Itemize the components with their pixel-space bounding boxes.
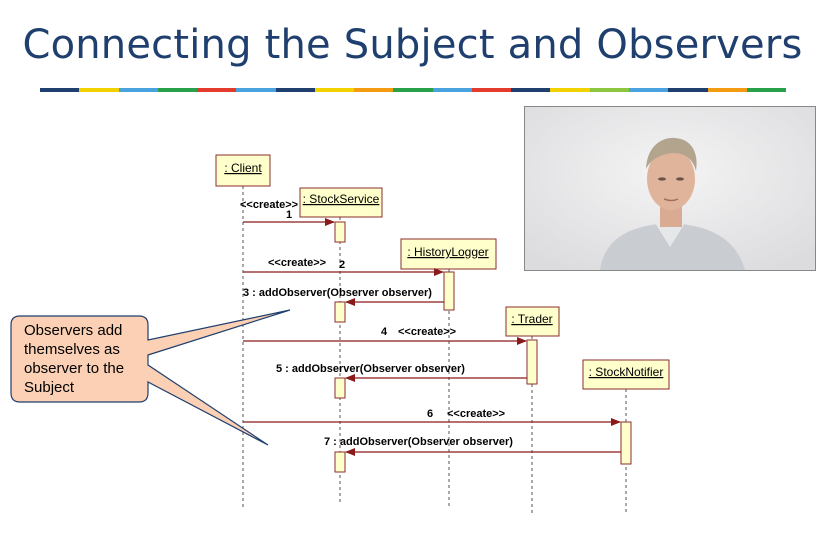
color-bar-segment	[314, 88, 355, 92]
stockservice-activation-4	[334, 451, 346, 473]
color-bar-segment	[40, 88, 80, 92]
color-bar-segment	[550, 88, 590, 92]
color-bar-segment	[118, 88, 158, 92]
client-label: : Client	[224, 161, 262, 175]
message-3-label: 3 : addObserver(Observer observer)	[243, 287, 432, 299]
color-bar-segment	[589, 88, 629, 92]
message-7-label: 7 : addObserver(Observer observer)	[324, 436, 513, 448]
message-5-label: 5 : addObserver(Observer observer)	[276, 363, 465, 375]
color-bar-segment	[354, 88, 394, 92]
color-bar-segment	[746, 88, 787, 92]
message-2-number: 2	[339, 259, 345, 271]
message-4-number: 4	[381, 326, 388, 338]
title-underline-bar	[40, 88, 787, 92]
message-6-stereotype: <<create>>	[447, 408, 505, 420]
color-bar-segment	[511, 88, 551, 92]
message-1-number: 1	[286, 209, 292, 221]
stockservice-label: : StockService	[303, 192, 380, 206]
message-2-stereotype: <<create>>	[268, 257, 326, 269]
message-6-number: 6	[427, 408, 433, 420]
callout-shape	[10, 309, 291, 446]
stockservice-lifeline-head: : StockService	[299, 187, 383, 218]
color-bar-segment	[197, 88, 237, 92]
client-lifeline-head: : Client	[215, 154, 271, 187]
message-1-stereotype: <<create>>	[240, 199, 298, 211]
stockservice-activation-3	[334, 377, 346, 399]
stockservice-activation-2	[334, 301, 346, 323]
historylogger-label: : HistoryLogger	[407, 245, 488, 259]
stocknotifier-lifeline-head: : StockNotifier	[582, 359, 670, 390]
trader-label: : Trader	[511, 312, 552, 326]
presenter-video	[524, 106, 816, 271]
trader-activation	[526, 339, 538, 385]
message-4-stereotype: <<create>>	[398, 326, 456, 338]
slide-title: Connecting the Subject and Observers	[22, 22, 803, 68]
color-bar-segment	[393, 88, 433, 92]
color-bar-segment	[471, 88, 512, 92]
color-bar-segment	[432, 88, 472, 92]
stockservice-activation-1	[334, 221, 346, 243]
color-bar-segment	[628, 88, 669, 92]
historylogger-activation	[443, 271, 455, 311]
color-bar-segment	[707, 88, 747, 92]
color-bar-segment	[668, 88, 708, 92]
color-bar-segment	[275, 88, 315, 92]
color-bar-segment	[157, 88, 198, 92]
color-bar-segment	[236, 88, 276, 92]
stocknotifier-activation	[620, 421, 632, 465]
stocknotifier-label: : StockNotifier	[589, 365, 664, 379]
historylogger-lifeline-head: : HistoryLogger	[400, 238, 497, 270]
trader-lifeline-head: : Trader	[505, 306, 560, 337]
callout-text: Observers add themselves as observer to …	[24, 322, 125, 396]
color-bar-segment	[79, 88, 119, 92]
